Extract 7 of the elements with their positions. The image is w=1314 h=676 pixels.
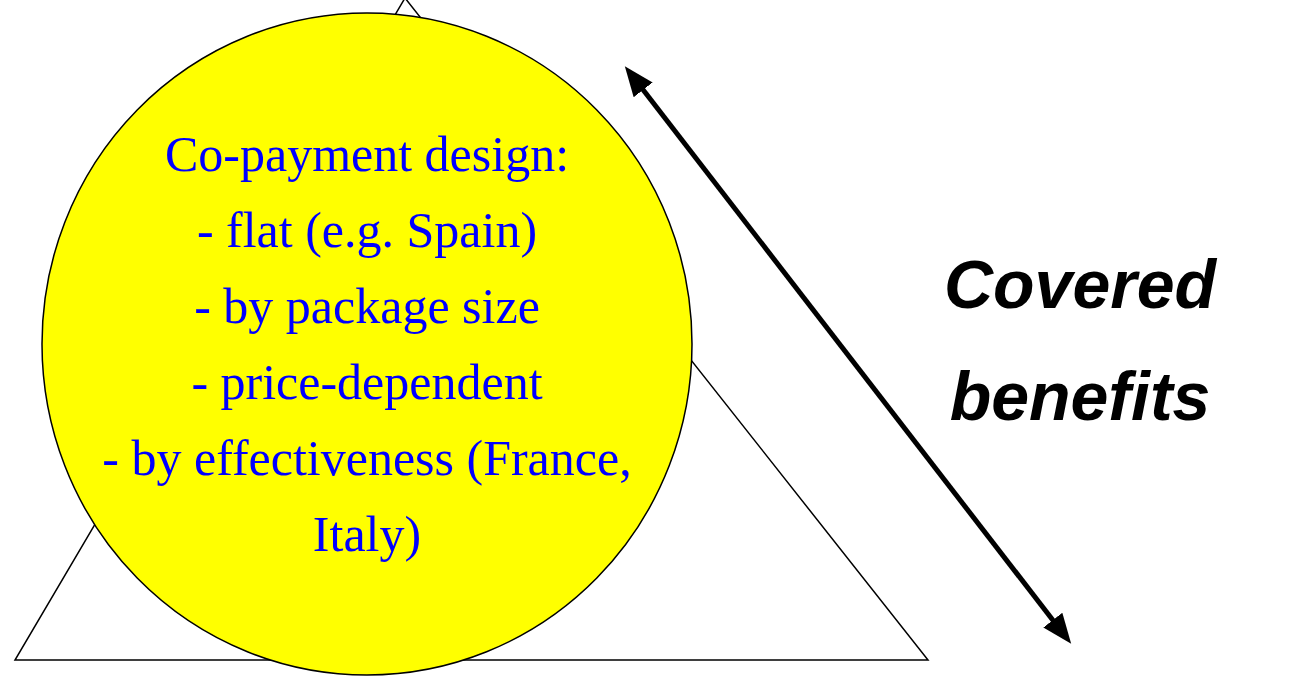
list-item: - price-dependent bbox=[190, 353, 544, 412]
axis-label: Covered benefits bbox=[942, 245, 1218, 436]
list-item: - by effectiveness (France, Italy) bbox=[101, 429, 633, 564]
heading-text: Co-payment design: bbox=[163, 125, 571, 184]
list-item: - flat (e.g. Spain) bbox=[195, 201, 539, 260]
list-item: - by package size bbox=[193, 277, 541, 336]
circle-shape bbox=[41, 12, 693, 676]
